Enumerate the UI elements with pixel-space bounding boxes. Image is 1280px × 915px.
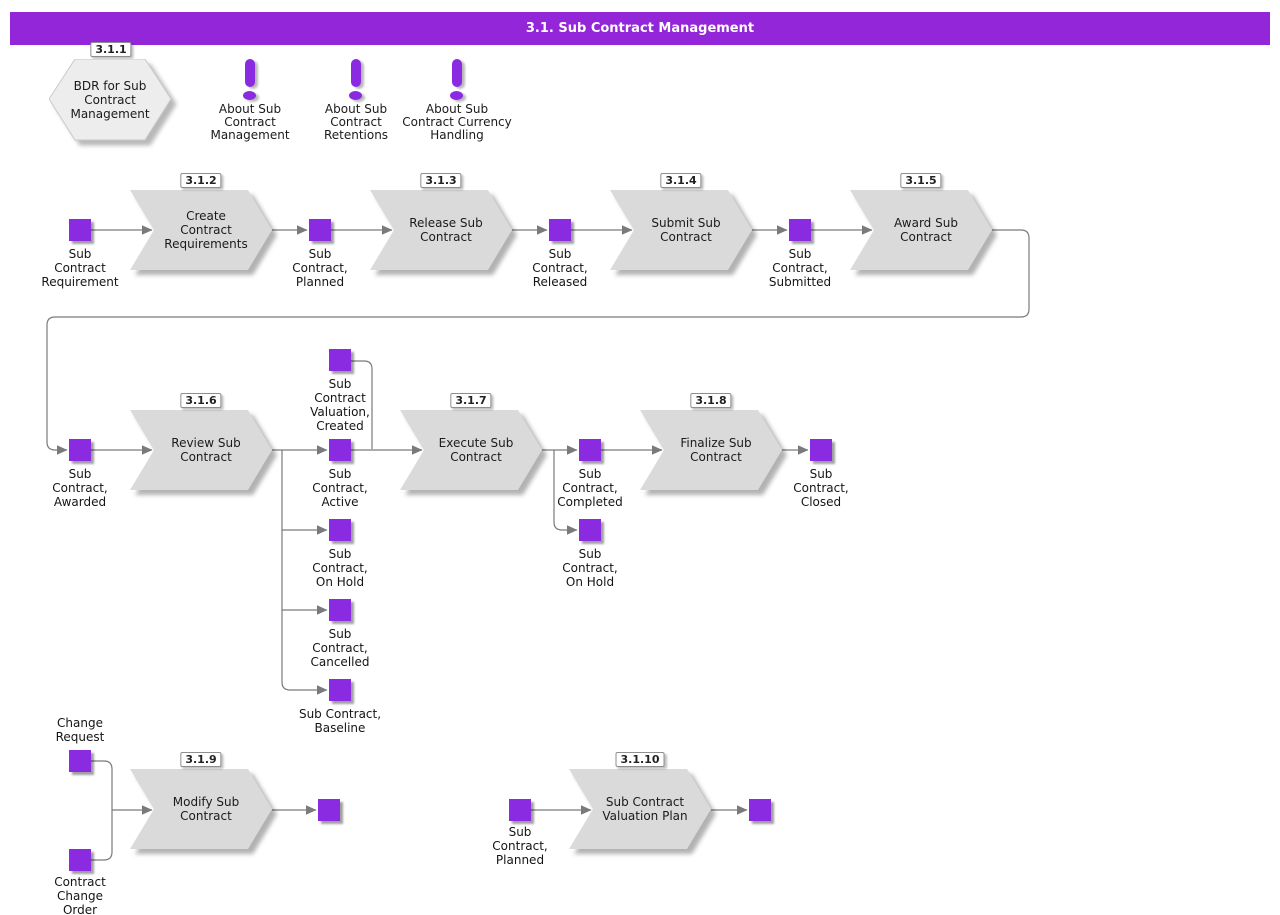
process-label: Review Sub Contract	[171, 436, 241, 464]
state-sub-contract-active[interactable]	[329, 439, 351, 461]
state-sub-contract-awarded[interactable]	[69, 439, 91, 461]
hexagon-shape	[49, 59, 172, 141]
process-modify-sub-contract[interactable]: 3.1.9 Modify Sub Contract	[130, 752, 272, 849]
state-label: Sub Contract, Planned	[492, 825, 548, 867]
state-sub-contract-baseline[interactable]	[329, 679, 351, 701]
state-label: Sub Contract, Planned	[292, 247, 348, 289]
note-label: About Sub Contract Management	[210, 102, 290, 142]
process-label: Release Sub Contract	[409, 216, 483, 244]
page-title: 3.1. Sub Contract Management	[525, 21, 755, 36]
state-change-request[interactable]	[69, 750, 91, 772]
exclamation-icon	[245, 59, 255, 87]
bdr-badge: 3.1.1	[90, 42, 132, 57]
process-submit-sub-contract[interactable]: 3.1.4 Submit Sub Contract	[610, 173, 752, 270]
process-label: Create Contract Requirements	[164, 209, 248, 251]
process-badge: 3.1.9	[180, 752, 222, 767]
state-sub-contract-closed[interactable]	[810, 439, 832, 461]
process-review-sub-contract[interactable]: 3.1.6 Review Sub Contract	[130, 393, 272, 490]
process-label: Execute Sub Contract	[438, 436, 514, 464]
process-sub-contract-valuation-plan[interactable]: 3.1.10 Sub Contract Valuation Plan	[569, 752, 711, 849]
state-label: Sub Contract, Released	[532, 247, 588, 289]
process-badge: 3.1.5	[900, 173, 942, 188]
exclamation-icon	[452, 59, 462, 87]
state-label: Sub Contract, Baseline	[298, 707, 382, 735]
process-label: Sub Contract Valuation Plan	[602, 795, 688, 823]
state-label: Sub Contract, Closed	[793, 467, 849, 509]
process-finalize-sub-contract[interactable]: 3.1.8 Finalize Sub Contract	[640, 393, 782, 490]
state-label: Sub Contract Valuation, Created	[310, 377, 370, 433]
process-execute-sub-contract[interactable]: 3.1.7 Execute Sub Contract	[400, 393, 542, 490]
note-about-sub-contract-currency-handling[interactable]: About Sub Contract Currency Handling	[392, 58, 522, 148]
exclamation-dot-icon	[450, 91, 463, 100]
process-badge: 3.1.2	[180, 173, 222, 188]
state-label: Sub Contract, Active	[312, 467, 368, 509]
state-valuation-plan-output[interactable]	[749, 799, 771, 821]
state-label: Sub Contract, Cancelled	[310, 627, 370, 669]
state-label: Sub Contract, Submitted	[768, 247, 832, 289]
state-sub-contract-valuation-created[interactable]	[329, 349, 351, 371]
state-sub-contract-cancelled[interactable]	[329, 599, 351, 621]
process-badge: 3.1.6	[180, 393, 222, 408]
bdr-label: BDR for Sub Contract Management	[70, 78, 150, 121]
state-label: Change Request	[55, 716, 105, 744]
state-sub-contract-released[interactable]	[549, 219, 571, 241]
state-label: Contract Change Order	[54, 875, 106, 915]
state-sub-contract-planned-2[interactable]	[509, 799, 531, 821]
process-badge: 3.1.10	[615, 752, 665, 767]
process-label: Finalize Sub Contract	[680, 436, 752, 464]
process-badge: 3.1.3	[420, 173, 462, 188]
exclamation-dot-icon	[349, 91, 362, 100]
state-sub-contract-on-hold-2[interactable]	[579, 519, 601, 541]
exclamation-dot-icon	[243, 91, 256, 100]
process-label: Modify Sub Contract	[172, 795, 240, 823]
state-sub-contract-completed[interactable]	[579, 439, 601, 461]
process-create-contract-requirements[interactable]: 3.1.2 Create Contract Requirements	[130, 173, 272, 270]
note-label: About Sub Contract Currency Handling	[402, 102, 512, 142]
process-badge: 3.1.4	[660, 173, 702, 188]
process-label: Submit Sub Contract	[651, 216, 721, 244]
state-sub-contract-planned[interactable]	[309, 219, 331, 241]
state-modify-output[interactable]	[318, 799, 340, 821]
state-contract-change-order[interactable]	[69, 849, 91, 871]
diagram-title-bar: 3.1. Sub Contract Management	[10, 12, 1270, 45]
note-about-sub-contract-retentions[interactable]: About Sub Contract Retentions	[291, 58, 421, 148]
exclamation-icon	[351, 59, 361, 87]
state-label: Sub Contract, On Hold	[562, 547, 618, 589]
state-label: Sub Contract, Completed	[557, 467, 623, 509]
process-label: Award Sub Contract	[894, 216, 958, 244]
note-about-sub-contract-management[interactable]: About Sub Contract Management	[185, 58, 315, 148]
process-badge: 3.1.7	[450, 393, 492, 408]
state-label: Sub Contract, Awarded	[52, 467, 108, 509]
state-sub-contract-on-hold[interactable]	[329, 519, 351, 541]
bdr-hexagon[interactable]: 3.1.1 BDR for Sub Contract Management	[49, 42, 172, 141]
state-sub-contract-requirement[interactable]	[69, 219, 91, 241]
state-label: Sub Contract Requirement	[41, 247, 119, 289]
process-release-sub-contract[interactable]: 3.1.3 Release Sub Contract	[370, 173, 512, 270]
process-award-sub-contract[interactable]: 3.1.5 Award Sub Contract	[850, 173, 992, 270]
state-sub-contract-submitted[interactable]	[789, 219, 811, 241]
process-badge: 3.1.8	[690, 393, 732, 408]
note-label: About Sub Contract Retentions	[323, 102, 389, 142]
state-label: Sub Contract, On Hold	[312, 547, 368, 589]
